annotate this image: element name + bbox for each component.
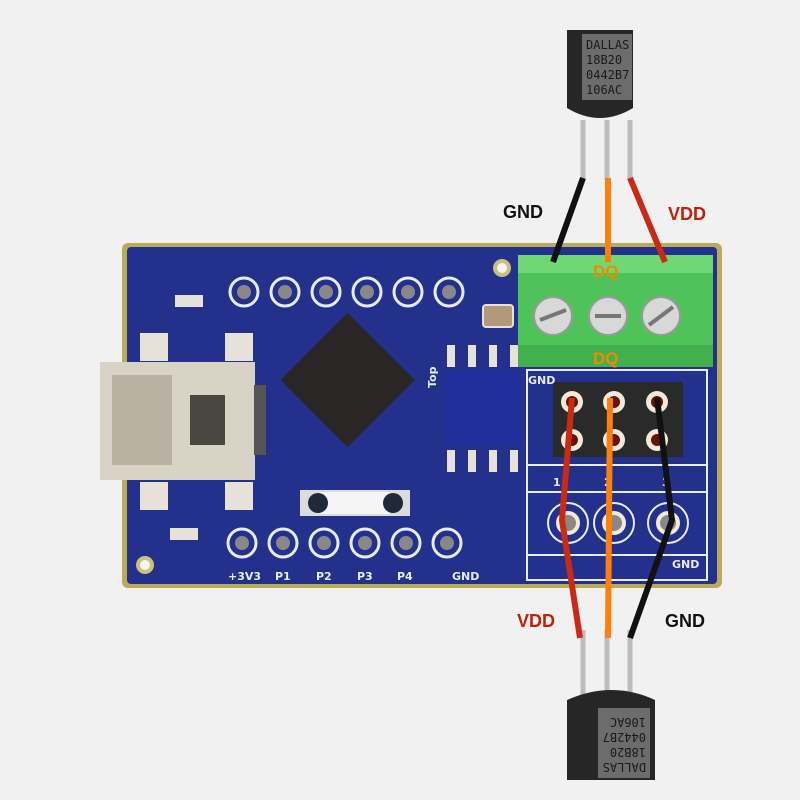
connector-gnd-label: GND [672,558,699,571]
sensor-bottom-line-4: 106AC [610,715,646,729]
top-gnd-label: GND [503,202,543,222]
sensor-top-line-4: 106AC [586,83,622,97]
pin-label-p3: P3 [357,570,373,583]
top-vdd-wire [627,176,668,264]
usb-connector [100,333,266,510]
bottom-vdd-wire [559,397,583,639]
pin-label-p2: P2 [316,570,332,583]
sensor-top-line-1: DALLAS [586,38,629,52]
crystal [482,304,514,328]
sensor-bottom-line-2: 18B20 [610,745,646,759]
top-vdd-label: VDD [668,204,706,224]
sensor-bottom-line-1: DALLAS [603,760,646,774]
bottom-gnd-wire [627,397,675,640]
sensor-top-line-3: 0442B7 [586,68,629,82]
pin-label-p4: P4 [397,570,413,583]
pin-label-gnd: GND [452,570,479,583]
bottom-gnd-label: GND [665,611,705,631]
microcontroller-chip [280,312,415,448]
ds18b20-sensor-bottom: DALLAS 18B20 0442B7 106AC [567,630,655,780]
driver-chip [445,370,520,445]
top-dq-label: DQ [593,262,619,281]
sensor-top-line-2: 18B20 [586,53,622,67]
bottom-vdd-label: VDD [517,611,555,631]
mid-dq-label: DQ [593,349,619,368]
wires [550,176,675,640]
top-marker: Top [426,366,439,388]
bottom-pin-header [226,527,463,559]
bottom-dq-wire [605,397,613,639]
connector-number-1: 1 [553,476,561,489]
pin-label-p1: P1 [275,570,291,583]
screw-terminal-block [518,255,713,367]
ds18b20-sensor-top: DALLAS 18B20 0442B7 106AC [567,30,633,180]
sensor-bottom-line-3: 0442B7 [603,730,646,744]
top-pin-header [228,276,465,308]
pin-label-3v3: +3V3 [228,570,261,583]
top-gnd-wire [550,176,586,264]
header-gnd-label: GND [528,374,555,387]
